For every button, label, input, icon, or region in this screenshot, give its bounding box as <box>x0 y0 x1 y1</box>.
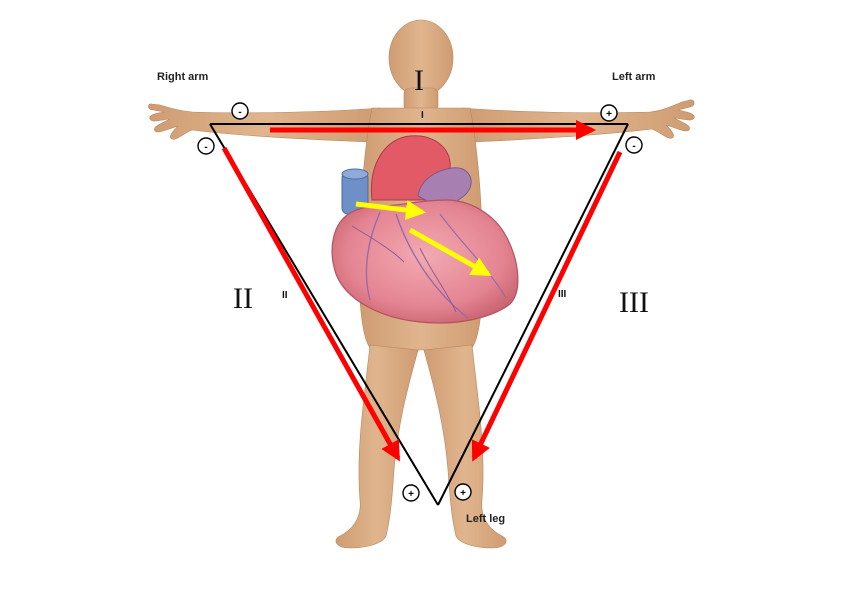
lead-I-label: I <box>414 64 424 97</box>
lead-II-label: II <box>233 282 253 315</box>
pole-left-arm-bottom: - <box>625 136 643 154</box>
axis-arrows <box>355 200 492 277</box>
left-arm-shape <box>461 99 695 143</box>
heart-illustration <box>331 135 519 324</box>
pole-right-arm-bottom: - <box>197 137 215 155</box>
svg-text:-: - <box>238 107 241 118</box>
right-leg-shape <box>335 344 419 549</box>
pole-right-arm-top: - <box>231 102 249 120</box>
lead-II-arrow <box>221 146 401 462</box>
lead-arrows <box>221 120 623 462</box>
svg-text:+: + <box>460 488 466 499</box>
right-arm-shape <box>148 103 381 143</box>
pole-left-arm-top: + <box>600 104 618 122</box>
lead-III-small-label: III <box>558 289 567 300</box>
svg-text:-: - <box>204 142 207 153</box>
label-left-leg: Left leg <box>466 513 505 525</box>
pole-left-leg-left: + <box>402 484 420 502</box>
svg-text:+: + <box>606 109 612 120</box>
svg-text:+: + <box>408 489 414 500</box>
lead-I-small-label: I <box>421 110 424 121</box>
svg-text:-: - <box>632 141 635 152</box>
left-leg-shape <box>423 344 507 549</box>
pole-left-leg-right: + <box>454 483 472 501</box>
axis-arrow-1 <box>355 200 426 221</box>
polarity-markers: - - + - + + <box>197 102 643 502</box>
lead-II-small-label: II <box>282 290 288 301</box>
heart-body <box>331 199 519 324</box>
label-left-arm: Left arm <box>612 71 656 83</box>
triangle-side-III <box>437 123 629 506</box>
lead-III-arrow <box>471 150 623 462</box>
lead-III-label: III <box>619 286 649 319</box>
label-right-arm: Right arm <box>157 71 209 83</box>
axis-arrow-2 <box>408 227 492 277</box>
